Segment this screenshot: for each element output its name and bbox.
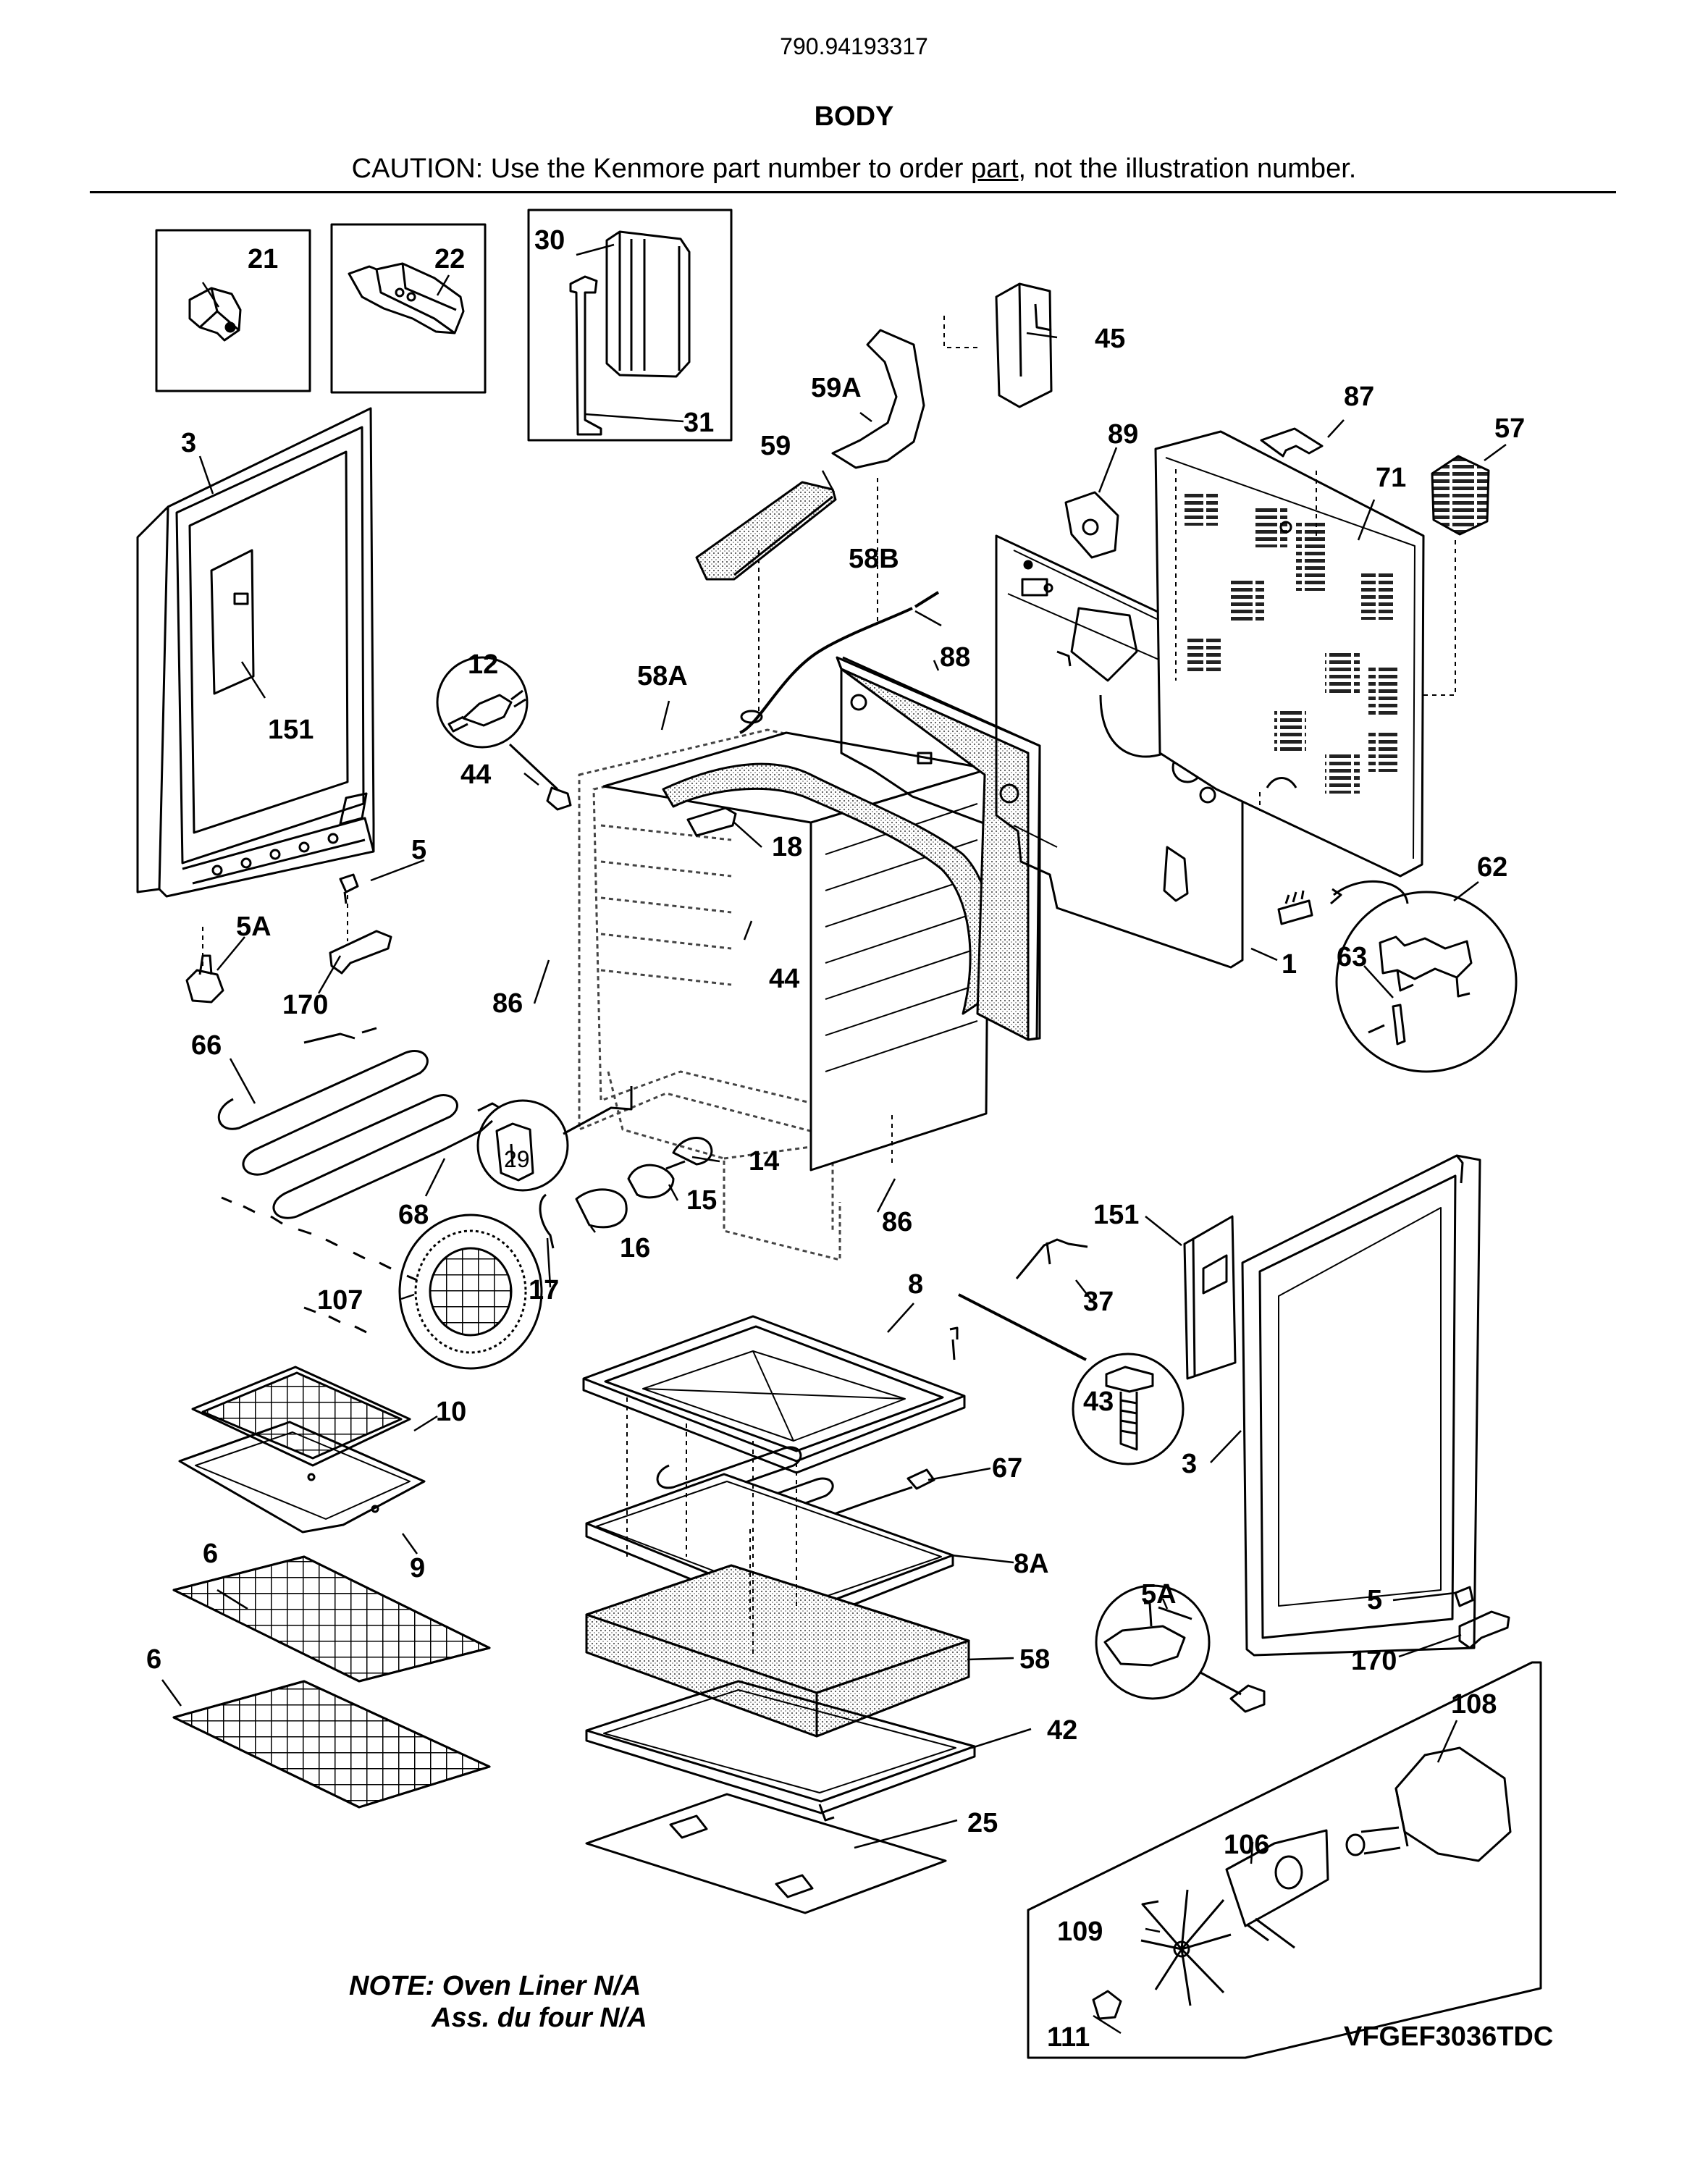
- callout-109: 109: [1057, 1917, 1103, 1947]
- callout-16: 16: [620, 1233, 650, 1263]
- callout-106: 106: [1224, 1830, 1269, 1860]
- callout-88: 88: [940, 642, 970, 673]
- callout-3-right: 3: [1182, 1449, 1197, 1479]
- callout-1: 1: [1282, 949, 1297, 980]
- callout-12: 12: [468, 649, 498, 680]
- callout-66: 66: [191, 1030, 222, 1061]
- left-door-assembly: [136, 407, 375, 898]
- broiler-pan-10-9: [178, 1366, 426, 1534]
- callout-62: 62: [1477, 852, 1507, 883]
- caution-text: CAUTION: Use the Kenmore part number to …: [0, 153, 1708, 185]
- callout-21: 21: [248, 244, 278, 274]
- light-parts-14-17: [539, 1137, 713, 1249]
- callout-22: 22: [434, 244, 465, 274]
- insulation-blanket-58B: [836, 656, 1041, 1041]
- callout-86-a: 86: [492, 988, 523, 1019]
- inset-part-22: [330, 223, 487, 394]
- callout-5-right: 5: [1367, 1585, 1382, 1615]
- caution-prefix: CAUTION: Use the Kenmore part number to …: [351, 153, 972, 184]
- callout-67: 67: [992, 1453, 1022, 1484]
- insulation-pad-58: [585, 1564, 970, 1738]
- bottom-panel-25: [585, 1793, 947, 1914]
- right-door-assembly: [1015, 1154, 1481, 1657]
- leader-lines: [161, 243, 1507, 2035]
- callout-57: 57: [1494, 413, 1525, 444]
- model-number: 790.94193317: [780, 33, 928, 59]
- diagram-reference-code: VFGEF3036TDC: [1344, 2022, 1554, 2052]
- callout-44-a: 44: [460, 760, 491, 790]
- callout-108: 108: [1451, 1689, 1497, 1720]
- callout-63: 63: [1337, 942, 1367, 972]
- callout-44-b: 44: [769, 964, 799, 994]
- inset-part-21: [155, 229, 311, 392]
- section-title: BODY: [814, 101, 894, 132]
- callout-42: 42: [1047, 1715, 1077, 1746]
- callout-5A-left: 5A: [236, 912, 272, 942]
- callout-111: 111: [1047, 2022, 1090, 2053]
- callout-58B: 58B: [849, 544, 899, 574]
- callout-107: 107: [317, 1285, 363, 1316]
- callout-15: 15: [686, 1185, 717, 1216]
- assembly-dashed-guides: [202, 316, 1456, 1658]
- callout-14: 14: [749, 1146, 779, 1177]
- callout-29: 29: [504, 1146, 530, 1172]
- top-right-small-parts: [695, 282, 1490, 734]
- callout-59: 59: [760, 431, 791, 461]
- callout-31: 31: [683, 408, 714, 438]
- detail-bubble-12: [436, 656, 572, 811]
- callout-89: 89: [1108, 419, 1138, 450]
- callout-87: 87: [1344, 382, 1374, 412]
- caution-part-link: part: [971, 153, 1019, 184]
- detail-bubble-29: [476, 1086, 633, 1192]
- detail-bubble-62-63: [1277, 880, 1518, 1073]
- callout-8A: 8A: [1014, 1549, 1049, 1579]
- callout-8: 8: [908, 1269, 923, 1300]
- callout-9: 9: [410, 1553, 425, 1583]
- callout-6-b: 6: [146, 1644, 161, 1675]
- inset-parts-30-31: [527, 209, 733, 442]
- callout-labels: 21 22 30 31 3 151 5 5A 170 12 44 58A 18 …: [146, 225, 1525, 2053]
- right-hinge-parts: [1095, 1584, 1510, 1713]
- callout-17: 17: [529, 1275, 559, 1305]
- callout-59A: 59A: [811, 373, 862, 403]
- convection-motor-inset: [1027, 1661, 1542, 2059]
- back-cover-71: [1154, 430, 1425, 878]
- left-hinge-parts: [185, 873, 392, 1004]
- callout-68: 68: [398, 1200, 429, 1230]
- callout-37: 37: [1083, 1287, 1114, 1317]
- header-rule: [90, 191, 1616, 193]
- oven-wrapper-58A: [602, 710, 993, 1172]
- callout-170-right: 170: [1351, 1646, 1397, 1676]
- callout-58: 58: [1019, 1644, 1050, 1675]
- note-line-1: NOTE: Oven Liner N/A: [349, 1971, 641, 2001]
- callout-151-right: 151: [1093, 1200, 1139, 1230]
- oven-racks-6: [172, 1555, 491, 1809]
- callout-71: 71: [1376, 463, 1406, 493]
- oven-bottom-8: [582, 1315, 966, 1474]
- callout-45: 45: [1095, 324, 1125, 354]
- callout-170-left: 170: [282, 990, 328, 1020]
- callout-151-left: 151: [268, 715, 314, 745]
- note-line-2: Ass. du four N/A: [432, 2003, 647, 2033]
- caution-suffix: , not the illustration number.: [1018, 153, 1357, 184]
- callout-6-a: 6: [203, 1539, 218, 1569]
- callout-30: 30: [534, 225, 565, 256]
- callout-43: 43: [1083, 1387, 1114, 1417]
- callout-86-b: 86: [882, 1207, 912, 1237]
- callout-3-left: 3: [181, 428, 196, 458]
- convection-fan-cover-107: [398, 1214, 543, 1370]
- callout-5A-right: 5A: [1141, 1579, 1177, 1610]
- callout-5-left: 5: [411, 835, 426, 865]
- bottom-tray-42: [585, 1680, 976, 1814]
- callout-58A: 58A: [637, 661, 688, 691]
- callout-10: 10: [436, 1397, 466, 1427]
- callout-18: 18: [772, 832, 802, 862]
- callout-25: 25: [967, 1808, 998, 1838]
- detail-bubble-43: [949, 1293, 1185, 1465]
